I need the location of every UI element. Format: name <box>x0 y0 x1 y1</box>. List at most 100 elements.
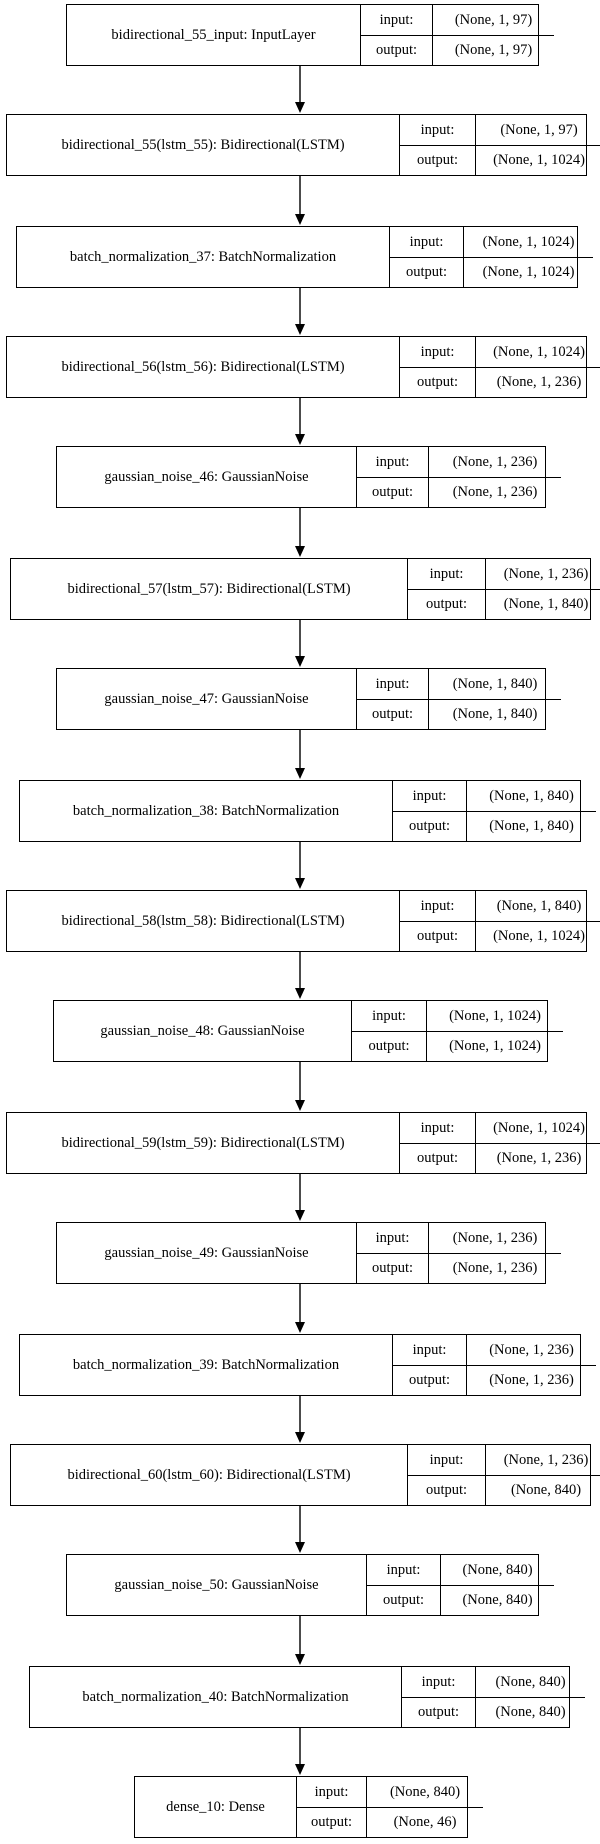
output-row: output: (None, 840) <box>367 1584 554 1615</box>
layer-io-table: input:(None, 1, 236)output: (None, 840) <box>408 1445 600 1505</box>
output-shape: (None, 1, 1024) <box>493 928 585 944</box>
layer-name: gaussian_noise_49: GaussianNoise <box>57 1223 357 1283</box>
layer-node[interactable]: bidirectional_57(lstm_57): Bidirectional… <box>10 558 600 620</box>
input-label: input: <box>361 5 433 35</box>
input-label: input: <box>408 1445 486 1475</box>
arrowhead-icon <box>295 878 305 889</box>
input-label: input: <box>402 1667 476 1697</box>
output-shape: (None, 1, 97) <box>454 42 533 58</box>
output-row: output:(None, 840) <box>402 1696 585 1727</box>
input-shape: (None, 1, 840) <box>452 675 538 692</box>
output-label: output: <box>357 477 429 507</box>
output-shape: (None, 1, 1024) <box>482 264 575 280</box>
input-shape: (None, 1, 1024) <box>449 1007 541 1024</box>
layer-name: gaussian_noise_50: GaussianNoise <box>67 1555 367 1615</box>
input-row: input:(None, 1, 1024) <box>400 1113 600 1143</box>
output-row: output:(None, 1, 1024) <box>390 256 593 287</box>
input-row: input:(None, 840) <box>367 1555 554 1585</box>
input-label: input: <box>393 781 467 811</box>
output-label: output: <box>393 1365 467 1395</box>
arrowhead-icon <box>295 546 305 557</box>
output-label: output: <box>400 1143 476 1173</box>
input-label: input: <box>390 227 464 257</box>
output-shape: (None, 1, 236) <box>496 374 582 390</box>
input-row: input: (None, 1, 840) <box>357 669 561 699</box>
input-shape: (None, 840) <box>389 1783 461 1800</box>
output-shape: (None, 1, 236) <box>452 1260 538 1276</box>
output-shape: (None, 840) <box>462 1592 533 1608</box>
output-label: output: <box>400 145 476 175</box>
output-label: output: <box>408 1475 486 1505</box>
layer-node[interactable]: batch_normalization_37: BatchNormalizati… <box>16 226 593 288</box>
layer-name: bidirectional_60(lstm_60): Bidirectional… <box>11 1445 408 1505</box>
input-row: input:(None, 1, 236) <box>408 1445 600 1475</box>
layer-node[interactable]: batch_normalization_39: BatchNormalizati… <box>19 1334 596 1396</box>
input-shape: (None, 1, 236) <box>452 453 538 470</box>
input-row: input: (None, 1, 236) <box>408 559 600 589</box>
input-shape: (None, 1, 97) <box>500 121 578 138</box>
output-label: output: <box>357 699 429 729</box>
input-label: input: <box>408 559 486 589</box>
layer-node[interactable]: bidirectional_56(lstm_56): Bidirectional… <box>6 336 600 398</box>
arrowhead-icon <box>295 768 305 779</box>
input-label: input: <box>367 1555 441 1585</box>
layer-name: gaussian_noise_48: GaussianNoise <box>54 1001 352 1061</box>
layer-name: bidirectional_56(lstm_56): Bidirectional… <box>7 337 400 397</box>
input-shape: (None, 1, 236) <box>489 1341 574 1358</box>
input-shape: (None, 1, 236) <box>503 565 589 582</box>
layer-io-table: input: (None, 1, 840)output: (None, 1, 840… <box>357 669 561 729</box>
layer-io-table: input:(None, 1, 236)output:(None, 1, 236… <box>393 1335 596 1395</box>
output-label: output: <box>400 367 476 397</box>
layer-name: bidirectional_59(lstm_59): Bidirectional… <box>7 1113 400 1173</box>
output-shape: (None, 840) <box>495 1704 566 1720</box>
output-label: output: <box>367 1585 441 1615</box>
arrowhead-icon <box>295 1210 305 1221</box>
layer-name: batch_normalization_39: BatchNormalizati… <box>20 1335 393 1395</box>
input-shape: (None, 840) <box>495 1673 566 1690</box>
output-label: output: <box>408 589 486 619</box>
layer-io-table: input:(None, 840)output:(None, 46) <box>297 1777 483 1837</box>
layer-io-table: input:(None, 1, 1024)output:(None, 1, 23… <box>400 337 600 397</box>
input-row: input: (None, 1, 1024) <box>352 1001 563 1031</box>
layer-io-table: input:(None, 1, 97)output:(None, 1, 97) <box>361 5 554 65</box>
layer-name: dense_10: Dense <box>135 1777 297 1837</box>
layer-name: batch_normalization_40: BatchNormalizati… <box>30 1667 402 1727</box>
layer-node[interactable]: batch_normalization_40: BatchNormalizati… <box>29 1666 585 1728</box>
input-shape: (None, 1, 97) <box>454 11 533 28</box>
input-label: input: <box>352 1001 427 1031</box>
layer-io-table: input:(None, 1, 236)output:(None, 1, 236… <box>357 447 561 507</box>
input-row: input:(None, 1, 97) <box>400 115 600 145</box>
output-shape: (None, 1, 840) <box>503 596 589 612</box>
output-shape: (None, 840) <box>510 1482 582 1498</box>
output-row: output: (None, 1, 1024) <box>352 1030 563 1061</box>
arrowhead-icon <box>295 434 305 445</box>
layer-io-table: input: (None, 1, 1024) output: (None, 1, 10… <box>352 1001 563 1061</box>
layer-node[interactable]: batch_normalization_38: BatchNormalizati… <box>19 780 596 842</box>
input-label: input: <box>357 669 429 699</box>
input-label: input: <box>400 1113 476 1143</box>
input-shape: (None, 1, 840) <box>489 787 574 804</box>
output-shape: (None, 1, 1024) <box>449 1038 541 1054</box>
layer-node[interactable]: bidirectional_58(lstm_58): Bidirectional… <box>6 890 600 952</box>
layer-node[interactable]: bidirectional_55(lstm_55): Bidirectional… <box>6 114 600 176</box>
input-row: input: (None, 1, 840) <box>393 781 596 811</box>
layer-name: batch_normalization_37: BatchNormalizati… <box>17 227 390 287</box>
output-row: output:(None, 1, 1024) <box>400 144 600 175</box>
output-label: output: <box>352 1031 427 1061</box>
arrowhead-icon <box>295 656 305 667</box>
output-row: output:(None, 1, 236) <box>357 1252 561 1283</box>
layer-io-table: input:(None, 1, 840)output:(None, 1, 102… <box>400 891 600 951</box>
layer-name: batch_normalization_38: BatchNormalizati… <box>20 781 393 841</box>
layer-node[interactable]: bidirectional_59(lstm_59): Bidirectional… <box>6 1112 600 1174</box>
layer-node[interactable]: bidirectional_60(lstm_60): Bidirectional… <box>10 1444 600 1506</box>
layer-name: bidirectional_55_input: InputLayer <box>67 5 361 65</box>
layer-name: bidirectional_58(lstm_58): Bidirectional… <box>7 891 400 951</box>
